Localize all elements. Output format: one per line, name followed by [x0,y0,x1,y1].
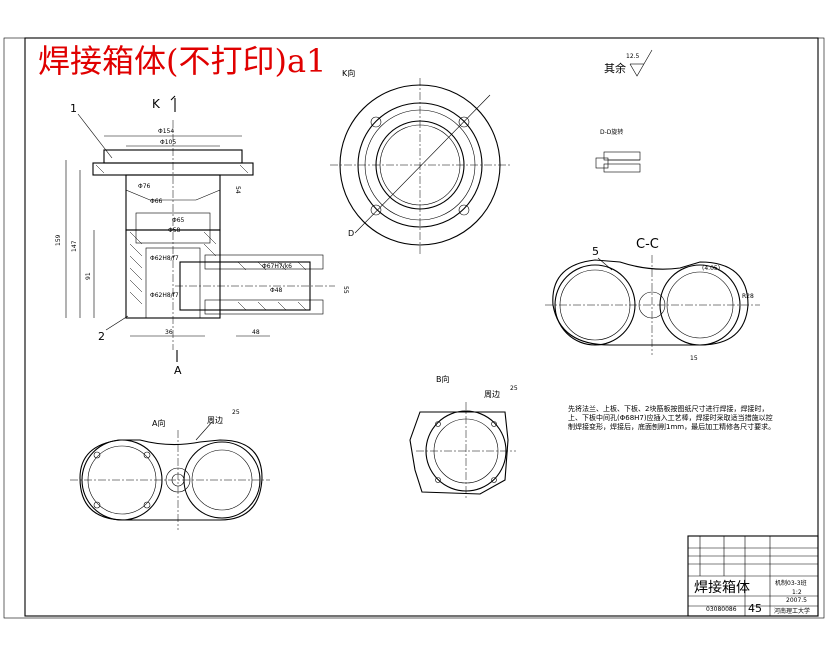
svg-text:36: 36 [165,329,173,336]
inner-frame [24,37,819,617]
dd-section: D-D旋转 [595,128,641,173]
title-block: 焊接箱体 机制03-3班 1:2 2007.5 03080086 45 河南理工… [687,535,819,617]
svg-text:周边: 周边 [207,415,223,425]
svg-text:54: 54 [234,186,241,194]
title-class: 机制03-3班 [775,579,807,587]
svg-text:Φ66: Φ66 [150,198,163,205]
svg-text:Φ65: Φ65 [172,217,185,224]
svg-text:D: D [348,229,354,238]
svg-text:25: 25 [232,409,240,416]
svg-text:91: 91 [85,272,92,280]
tech-note-box: 先将法兰、上板、下板、2块筋板按图纸尺寸进行焊接，焊接时，上、下板中间孔(Φ68… [568,405,776,431]
title-student-no: 03080086 [706,606,737,613]
svg-text:48: 48 [252,329,260,336]
svg-text:周边: 周边 [484,389,500,399]
svg-text:Φ58: Φ58 [168,227,181,234]
part-no-2: 2 [98,330,105,343]
title-part-name: 焊接箱体 [694,579,750,596]
svg-text:159: 159 [55,234,62,246]
title-sheet-no: 45 [748,602,762,615]
svg-text:12.5: 12.5 [626,53,640,60]
roughness-symbol: 其余 12.5 [604,49,653,77]
outer-frame [3,37,825,619]
svg-text:B向: B向 [436,374,450,384]
a-view: A向 周边 25 [70,409,270,530]
title-scale: 1:2 [792,589,802,596]
svg-text:Φ48: Φ48 [270,287,283,294]
part-no-5: 5 [592,245,599,258]
tech-note: 先将法兰、上板、下板、2块筋板按图纸尺寸进行焊接，焊接时，上、下板中间孔(Φ68… [568,405,776,431]
svg-text:Φ76: Φ76 [138,183,151,190]
svg-text:R28: R28 [742,293,754,300]
k-view: K向 D [330,68,510,255]
cc-section: C-C 5 (4.05) R28 15 [545,237,760,362]
svg-text:55: 55 [342,286,349,294]
title-drawing-no: 2007.5 [786,597,807,604]
svg-text:Φ105: Φ105 [160,139,176,146]
svg-text:147: 147 [71,240,78,252]
svg-text:(4.05): (4.05) [702,265,720,272]
b-view: B向 周边 25 [409,374,518,500]
svg-text:D-D旋转: D-D旋转 [600,128,623,136]
drawing-title-red: 焊接箱体(不打印)a1 [38,42,326,80]
svg-text:C-C: C-C [636,237,659,252]
svg-text:Φ154: Φ154 [158,128,174,135]
svg-text:Φ62H8/f7: Φ62H8/f7 [150,255,179,262]
svg-text:15: 15 [690,355,698,362]
svg-text:A向: A向 [152,418,165,428]
front-section-view: K Φ154 Φ1 [55,95,349,377]
title-school: 河南理工大学 [774,607,810,615]
svg-text:25: 25 [510,385,518,392]
svg-text:A: A [174,364,182,377]
svg-text:K向: K向 [342,68,355,78]
svg-text:Φ62H8/f7: Φ62H8/f7 [150,292,179,299]
svg-text:Φ67H7/k6: Φ67H7/k6 [262,263,292,270]
svg-text:其余: 其余 [604,61,626,75]
svg-text:K: K [152,97,161,111]
part-no-1: 1 [70,102,77,115]
